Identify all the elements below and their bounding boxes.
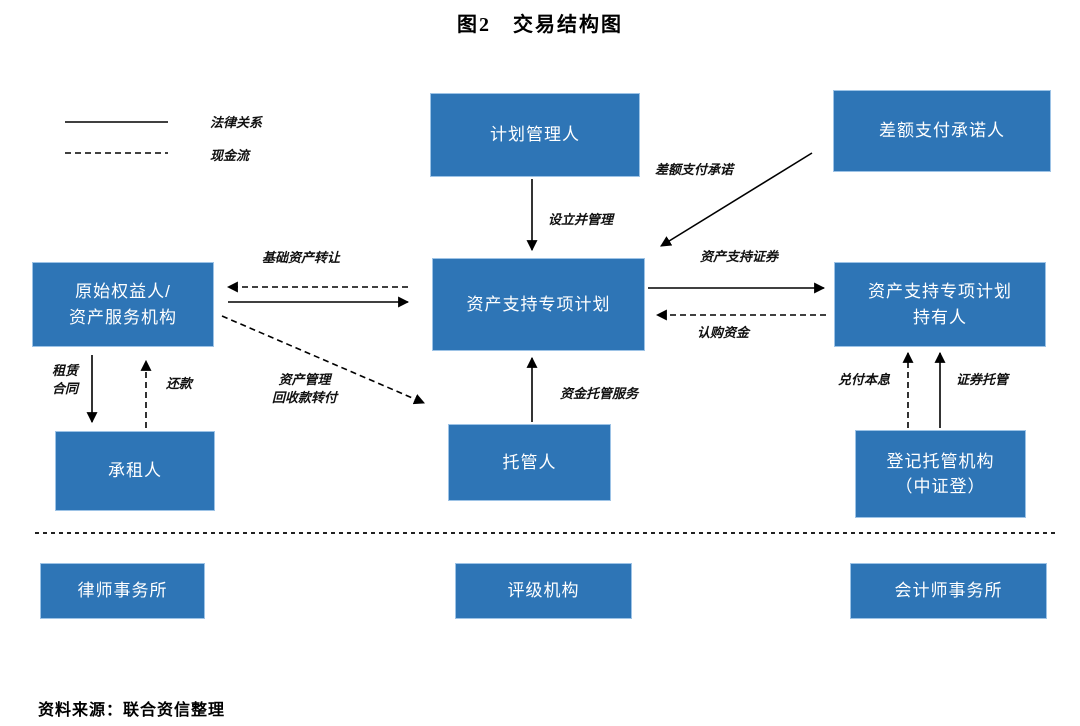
arrow-asset-mgmt-transfer [221, 315, 426, 405]
edge-label-lease-contract-line1: 租赁 [52, 364, 79, 379]
node-custodian-label: 托管人 [502, 452, 557, 472]
node-originator-label-line2: 资产服务机构 [69, 307, 177, 327]
node-rating-agency: 评级机构 [455, 563, 632, 619]
figure-title: 图2 交易结构图 [457, 14, 623, 36]
edge-label-lease-contract: 租赁 合同 [52, 363, 78, 398]
node-lessee: 承租人 [55, 431, 215, 511]
edge-label-subscription-funds: 认购资金 [697, 326, 750, 341]
node-registrar: 登记托管机构 （中证登） [855, 430, 1026, 518]
source-note: 资料来源：联合资信整理 [38, 702, 226, 719]
edge-label-asset-mgmt-line2: 回收款转付 [272, 390, 338, 406]
edge-label-lease-contract-line2: 合同 [52, 381, 79, 397]
node-accounting-firm-label: 会计师事务所 [894, 581, 1003, 601]
edge-label-fund-custody: 资金托管服务 [560, 387, 639, 402]
node-abs-plan-label: 资产支持专项计划 [466, 294, 611, 314]
edge-label-securities-custody: 证券托管 [956, 373, 1009, 388]
node-abs-holders-label-line1: 资产支持专项计划 [868, 282, 1012, 301]
legend-label-legal-relationship: 法律关系 [210, 116, 263, 131]
node-abs-holders-label-line2: 持有人 [913, 307, 967, 327]
node-rating-agency-label: 评级机构 [507, 581, 580, 601]
node-lessee-label: 承租人 [108, 461, 162, 481]
edge-label-establish-manage: 设立并管理 [548, 213, 614, 228]
legend-label-cash-flow: 现金流 [210, 149, 250, 164]
node-difference-payment-promisor-label: 差额支付承诺人 [879, 121, 1005, 141]
edge-label-repayment: 还款 [166, 377, 193, 392]
edge-label-asset-mgmt-line1: 资产管理 [278, 373, 331, 388]
node-abs-plan: 资产支持专项计划 [432, 258, 645, 351]
node-difference-payment-promisor: 差额支付承诺人 [833, 90, 1051, 172]
node-law-firm-label: 律师事务所 [77, 581, 168, 601]
node-registrar-label-line1: 登记托管机构 [886, 451, 995, 471]
edge-label-asset-mgmt-transfer: 资产管理 回收款转付 [272, 372, 337, 407]
node-plan-manager: 计划管理人 [430, 93, 640, 177]
edge-label-asset-transfer: 基础资产转让 [262, 251, 341, 266]
node-plan-manager-label: 计划管理人 [490, 125, 580, 145]
node-accounting-firm: 会计师事务所 [850, 563, 1047, 619]
node-abs-holders: 资产支持专项计划 持有人 [834, 262, 1046, 347]
node-originator-label-line1: 原始权益人/ [75, 282, 171, 301]
edge-label-principal-interest: 兑付本息 [838, 373, 891, 388]
edge-label-difference-payment: 差额支付承诺 [655, 163, 734, 178]
node-custodian: 托管人 [448, 424, 611, 501]
node-law-firm: 律师事务所 [40, 563, 205, 619]
edge-label-abs-securities: 资产支持证券 [700, 250, 779, 265]
arrow-difference-payment [660, 152, 813, 247]
node-registrar-label-line2: （中证登） [895, 477, 986, 496]
node-originator: 原始权益人/ 资产服务机构 [32, 262, 214, 347]
